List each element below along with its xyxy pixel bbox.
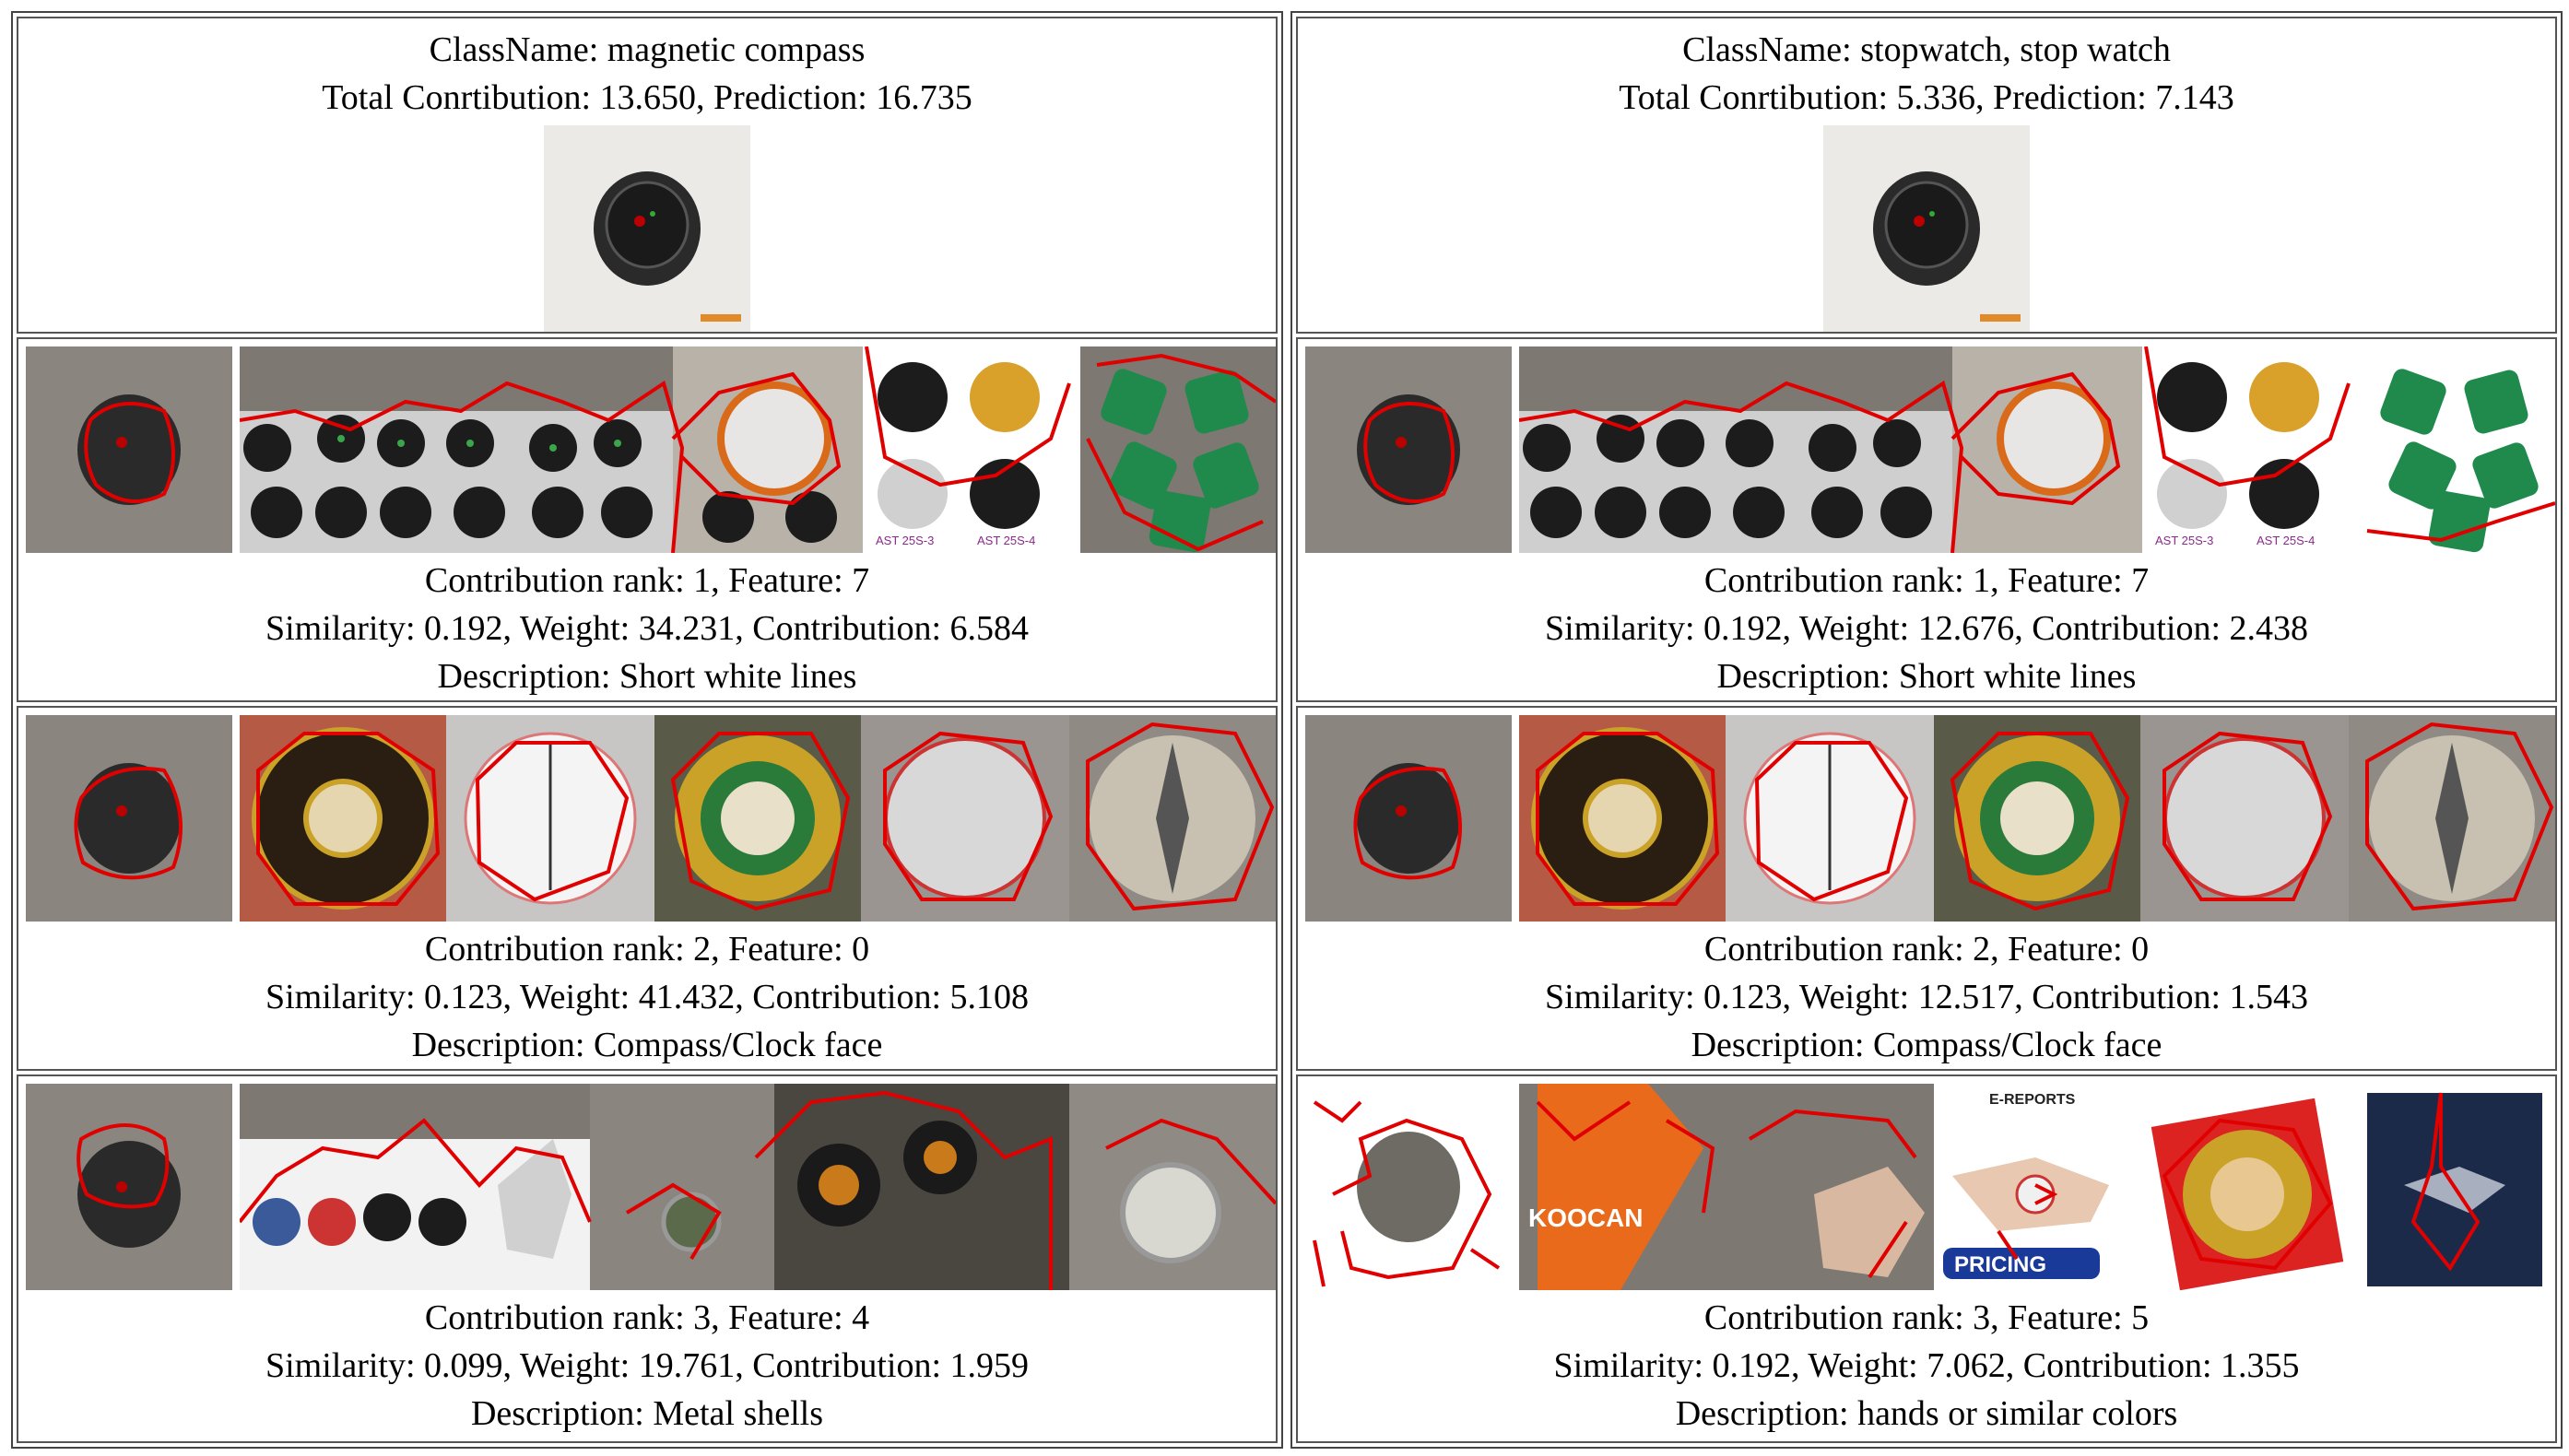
feature-row-1: AST 25S-3 AST 25S-4 Contribution rank: 1… xyxy=(17,337,1278,702)
image-strip: AST 25S-3 AST 25S-4 xyxy=(1305,346,2555,553)
description-line: Description: Compass/Clock face xyxy=(1691,1026,2162,1064)
prototype-collage: KOOCAN E-REPORTS PRICING xyxy=(1519,1084,2555,1290)
stats-line: Similarity: 0.099, Weight: 19.761, Contr… xyxy=(265,1346,1030,1385)
ast-label-2: AST 25S-4 xyxy=(977,534,1035,547)
rank-line: Contribution rank: 2, Feature: 0 xyxy=(424,930,870,969)
rank-line: Contribution rank: 3, Feature: 4 xyxy=(424,1298,870,1337)
image-strip xyxy=(1305,715,2555,922)
class-name-label: ClassName: magnetic compass xyxy=(429,30,866,69)
stats-line: Similarity: 0.123, Weight: 12.517, Contr… xyxy=(1544,978,2309,1016)
rank-line: Contribution rank: 1, Feature: 7 xyxy=(1703,561,2150,600)
image-strip xyxy=(26,715,1276,922)
query-thumbnail xyxy=(1305,346,1512,553)
description-line: Description: hands or similar colors xyxy=(1675,1394,2178,1433)
ast-label-1: AST 25S-3 xyxy=(876,534,934,547)
prototype-collage: AST 25S-3 AST 25S-4 xyxy=(1519,346,2555,553)
prototype-collage xyxy=(240,1084,1276,1290)
stats-line: Similarity: 0.192, Weight: 34.231, Contr… xyxy=(265,609,1030,648)
ereports-label: E-REPORTS xyxy=(1989,1092,2076,1108)
stats-line: Similarity: 0.192, Weight: 12.676, Contr… xyxy=(1544,609,2309,648)
query-thumbnail xyxy=(1305,715,1512,922)
image-strip: KOOCAN E-REPORTS PRICING xyxy=(1305,1084,2555,1290)
class-name-label: ClassName: stopwatch, stop watch xyxy=(1682,30,2171,69)
column-stopwatch: ClassName: stopwatch, stop watch Total C… xyxy=(1290,11,2563,1449)
description-line: Description: Short white lines xyxy=(437,657,857,696)
prototype-collage: AST 25S-3 AST 25S-4 xyxy=(240,346,1276,553)
query-compass-photo xyxy=(544,125,750,332)
feature-row-3: KOOCAN E-REPORTS PRICING xyxy=(1296,1074,2557,1443)
ast-label-2: AST 25S-4 xyxy=(2257,534,2315,547)
rank-line: Contribution rank: 1, Feature: 7 xyxy=(424,561,870,600)
query-image xyxy=(1823,125,2030,332)
prototype-collage xyxy=(240,715,1276,922)
query-image xyxy=(544,125,750,332)
image-strip xyxy=(26,1084,1276,1290)
query-thumbnail xyxy=(1305,1084,1512,1290)
description-line: Description: Metal shells xyxy=(470,1394,824,1433)
description-line: Description: Compass/Clock face xyxy=(411,1026,883,1064)
prototype-collage xyxy=(1519,715,2555,922)
rank-line: Contribution rank: 2, Feature: 0 xyxy=(1703,930,2150,969)
feature-row-1: AST 25S-3 AST 25S-4 Contribution rank: 1… xyxy=(1296,337,2557,702)
feature-row-2: Contribution rank: 2, Feature: 0 Similar… xyxy=(1296,706,2557,1071)
query-thumbnail xyxy=(26,715,232,922)
header-cell: ClassName: magnetic compass Total Conrti… xyxy=(17,17,1278,334)
description-line: Description: Short white lines xyxy=(1716,657,2137,696)
stats-line: Similarity: 0.123, Weight: 41.432, Contr… xyxy=(265,978,1030,1016)
image-strip: AST 25S-3 AST 25S-4 xyxy=(26,346,1276,553)
totals-label: Total Conrtibution: 13.650, Prediction: … xyxy=(322,78,972,117)
stats-line: Similarity: 0.192, Weight: 7.062, Contri… xyxy=(1553,1346,2300,1385)
feature-row-2: Contribution rank: 2, Feature: 0 Similar… xyxy=(17,706,1278,1071)
pricing-label: PRICING xyxy=(1954,1252,2046,1277)
ast-label-1: AST 25S-3 xyxy=(2155,534,2213,547)
query-thumbnail xyxy=(26,1084,232,1290)
rank-line: Contribution rank: 3, Feature: 5 xyxy=(1703,1298,2150,1337)
header-cell: ClassName: stopwatch, stop watch Total C… xyxy=(1296,17,2557,334)
column-magnetic-compass: ClassName: magnetic compass Total Conrti… xyxy=(11,11,1283,1449)
query-compass-photo xyxy=(1823,125,2030,332)
feature-row-3: Contribution rank: 3, Feature: 4 Similar… xyxy=(17,1074,1278,1443)
totals-label: Total Conrtibution: 5.336, Prediction: 7… xyxy=(1619,78,2234,117)
query-thumbnail xyxy=(26,346,232,553)
koo-label: KOOCAN xyxy=(1528,1204,1643,1232)
